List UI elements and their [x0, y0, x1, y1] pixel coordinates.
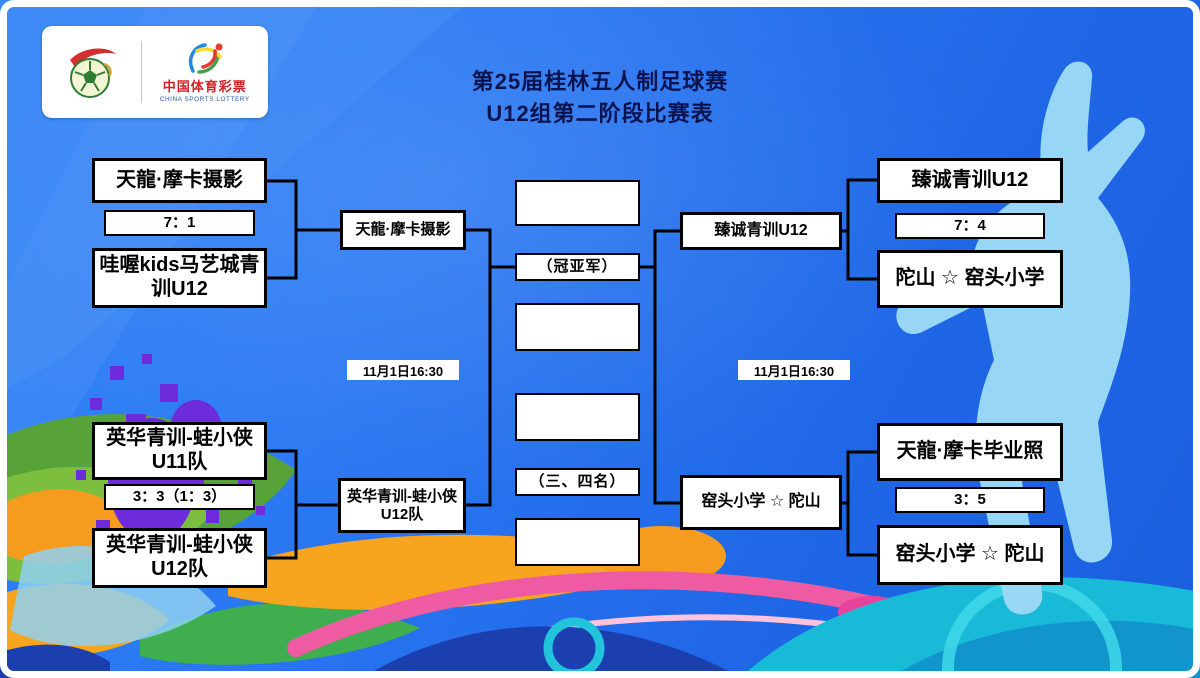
final-label-box: （冠亚军）: [515, 253, 640, 281]
match-datetime-left: 11月1日16:30: [347, 360, 459, 380]
match-datetime-right: 11月1日16:30: [738, 360, 850, 380]
team-box-right-top-2: 陀山 ☆ 窑头小学: [877, 250, 1063, 308]
football-club-logo-icon: [70, 48, 117, 98]
logo-divider: [140, 41, 142, 103]
placeholder-box-2: [515, 303, 640, 351]
placeholder-box-4: [515, 518, 640, 566]
title-line2: U12组第二阶段比赛表: [486, 100, 714, 126]
lottery-subtitle: CHINA SPORTS LOTTERY: [159, 96, 250, 103]
lottery-name: 中国体育彩票: [162, 79, 247, 94]
page-title: 第25届桂林五人制足球赛 U12组第二阶段比赛表: [472, 66, 728, 130]
third-place-label-box: （三、四名）: [515, 468, 640, 496]
team-box-right-bottom-1: 天龍·摩卡毕业照: [877, 423, 1063, 481]
team-box-left-top-1: 天龍·摩卡摄影: [92, 158, 267, 203]
semifinal-box-right-top: 臻诚青训U12: [680, 212, 842, 250]
semifinal-box-left-bottom: 英华青训-蛙小侠U12队: [338, 478, 466, 533]
team-box-right-top-1: 臻诚青训U12: [877, 158, 1063, 203]
logo-card: 中国体育彩票 CHINA SPORTS LOTTERY: [42, 26, 268, 118]
score-box-left-bottom: 3：3（1：3）: [104, 484, 255, 510]
score-box-right-top: 7：4: [895, 213, 1045, 239]
team-box-left-bottom-2: 英华青训-蛙小侠U12队: [92, 528, 267, 588]
score-box-right-bottom: 3：5: [895, 487, 1045, 513]
placeholder-box-1: [515, 180, 640, 226]
team-box-left-bottom-1: 英华青训-蛙小侠U11队: [92, 422, 267, 480]
placeholder-box-3: [515, 393, 640, 441]
team-box-left-top-2: 哇喔kids马艺城青训U12: [92, 248, 267, 308]
title-line1: 第25届桂林五人制足球赛: [471, 69, 729, 94]
lottery-logo-icon: [188, 43, 223, 74]
semifinal-box-right-bottom: 窑头小学 ☆ 陀山: [680, 475, 842, 530]
semifinal-box-left-top: 天龍·摩卡摄影: [340, 210, 466, 250]
team-box-right-bottom-2: 窑头小学 ☆ 陀山: [877, 525, 1063, 585]
lottery-logo: 中国体育彩票 CHINA SPORTS LOTTERY: [160, 41, 250, 103]
score-box-left-top: 7：1: [104, 210, 255, 236]
